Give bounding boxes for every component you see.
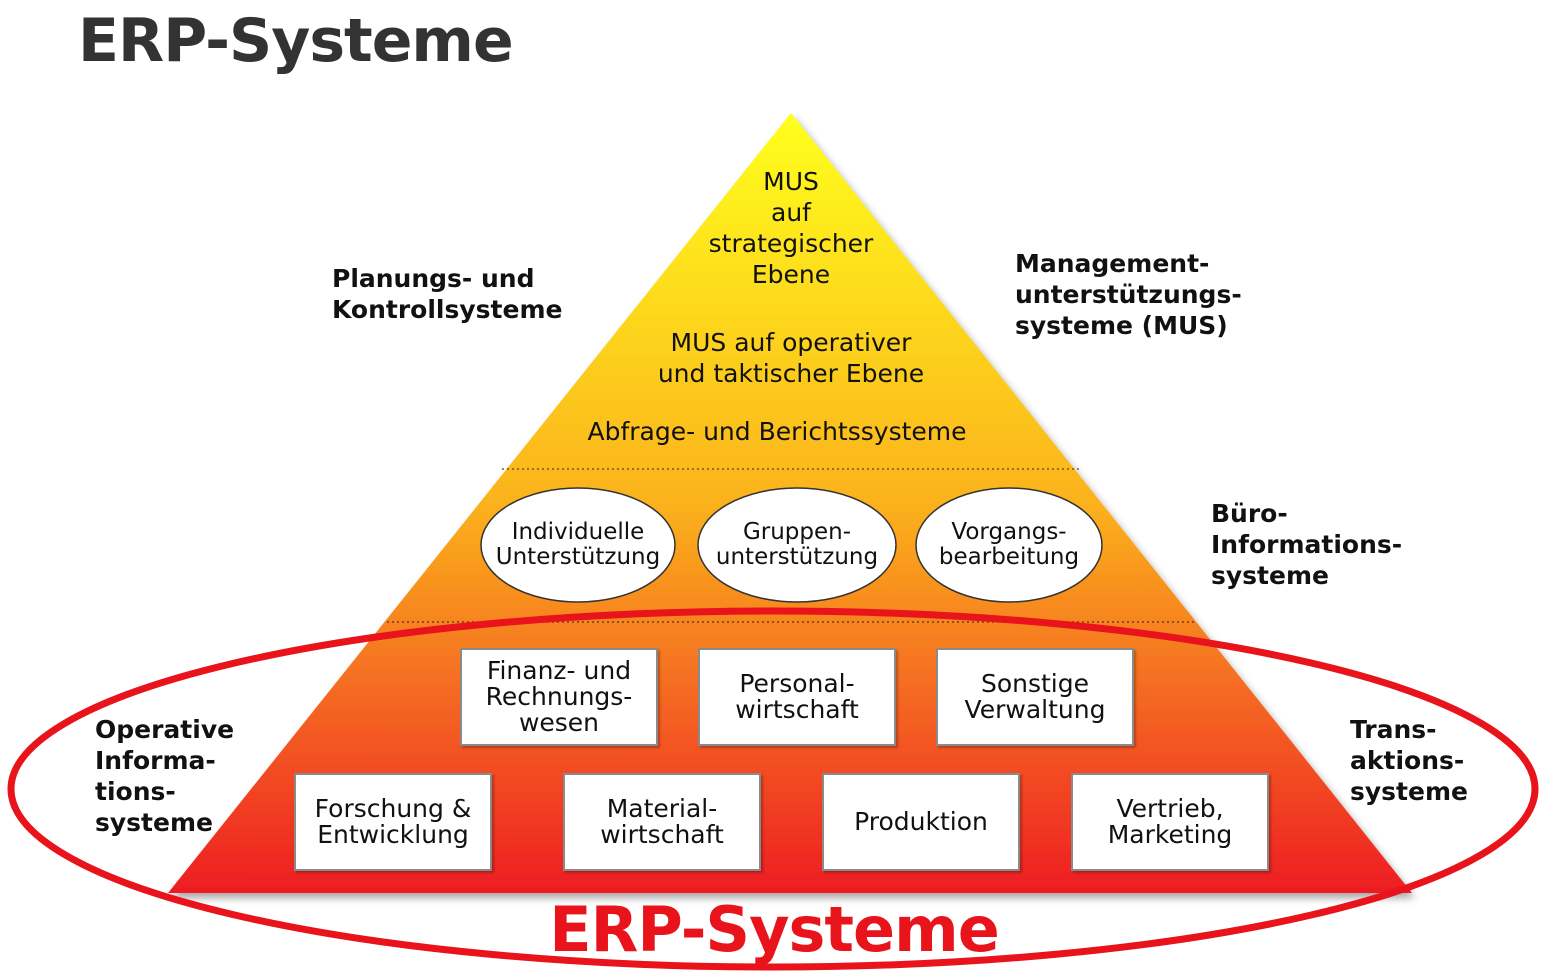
box-research: Forschung & Entwicklung	[294, 773, 492, 871]
label-planning-systems: Planungs- und Kontrollsysteme	[332, 264, 563, 324]
mus-operative-label: MUS auf operativer und taktischer Ebene	[657, 328, 925, 388]
box-materials: Material- wirtschaft	[563, 773, 761, 871]
office-system-workflow: Vorgangs- bearbeitung	[938, 519, 1080, 570]
box-production: Produktion	[822, 773, 1020, 871]
label-transaction-systems: Trans- aktions- systeme	[1350, 715, 1468, 806]
label-office-systems: Büro- Informations- systeme	[1211, 499, 1403, 590]
page-title: ERP-Systeme	[78, 6, 514, 76]
mus-strategic-label: MUS auf strategischer Ebene	[708, 167, 874, 289]
office-ellipse-1	[480, 487, 676, 603]
box-finance: Finanz- und Rechnungs- wesen	[460, 648, 658, 746]
office-system-individual: Individuelle Unterstützung	[495, 519, 661, 570]
box-sales: Vertrieb, Marketing	[1071, 773, 1269, 871]
office-ellipse-3	[915, 487, 1103, 603]
erp-highlight-ellipse	[7, 607, 1539, 971]
box-personnel: Personal- wirtschaft	[698, 648, 896, 746]
office-system-group: Gruppen- unterstützung	[715, 519, 879, 570]
reporting-systems-label: Abfrage- und Berichtssysteme	[587, 417, 967, 446]
label-management-systems: Management- unterstützungs- systeme (MUS…	[1015, 249, 1242, 340]
erp-systems-label: ERP-Systeme	[549, 893, 1000, 966]
label-operative-systems: Operative Informa- tions- systeme	[95, 715, 235, 837]
office-ellipse-2	[697, 487, 897, 603]
box-administration: Sonstige Verwaltung	[936, 648, 1134, 746]
